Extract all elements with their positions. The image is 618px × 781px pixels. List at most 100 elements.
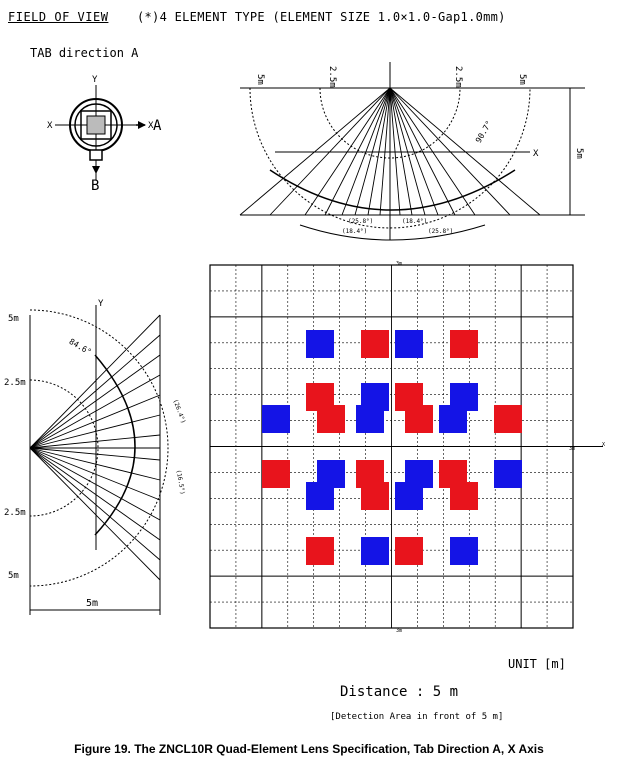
side-fan-line bbox=[29, 447, 161, 481]
sensor-diagram: X X Y A B bbox=[47, 75, 162, 194]
figure-caption: Figure 19. The ZNCL10R Quad-Element Lens… bbox=[74, 742, 544, 756]
top-fan-line bbox=[379, 87, 391, 216]
side-angle-main: 84.6° bbox=[68, 337, 93, 357]
red-detection-zone bbox=[450, 482, 478, 510]
grid-right-label: 3m bbox=[569, 446, 575, 452]
tab-direction-label: TAB direction A bbox=[30, 46, 139, 60]
blue-detection-zone bbox=[306, 482, 334, 510]
sensor-label-a: A bbox=[153, 118, 162, 134]
top-view-diagram: 5m 2.5m 2.5m 5m X 5m 90.7° (25.8°) (18.4… bbox=[239, 62, 585, 241]
side-fan-line bbox=[29, 434, 161, 449]
arrow-a-head bbox=[138, 121, 146, 129]
top-angle-main: 90.7° bbox=[474, 119, 494, 144]
sensor-x-left: X bbox=[47, 121, 53, 131]
red-detection-zone bbox=[405, 405, 433, 433]
red-detection-zone bbox=[317, 405, 345, 433]
side-fan-line bbox=[29, 447, 161, 581]
top-x-label: X bbox=[533, 149, 539, 159]
red-detection-zone bbox=[306, 537, 334, 565]
top-fan-line bbox=[324, 87, 391, 216]
top-25m-right: 2.5m bbox=[453, 66, 463, 88]
element-type-heading: (*)4 ELEMENT TYPE (ELEMENT SIZE 1.0×1.0-… bbox=[137, 10, 506, 24]
side-fan-line bbox=[29, 394, 161, 449]
grid-bottom-label: 3m bbox=[396, 628, 402, 634]
side-fan-line bbox=[29, 334, 161, 449]
red-detection-zone bbox=[262, 460, 290, 488]
distance-label: Distance : 5 m bbox=[340, 684, 459, 700]
side-fan-line bbox=[29, 314, 161, 449]
blue-detection-zone bbox=[306, 330, 334, 358]
side-fan-line bbox=[29, 414, 161, 449]
top-sub-arc bbox=[299, 224, 486, 241]
side-dim-label: 5m bbox=[86, 598, 98, 609]
top-fan-line bbox=[367, 87, 391, 216]
top-fan-line bbox=[341, 87, 391, 216]
red-detection-zone bbox=[450, 330, 478, 358]
top-fan-line bbox=[304, 87, 391, 216]
top-25m-arc bbox=[319, 87, 461, 159]
side-fan-line bbox=[29, 374, 161, 449]
detection-note: [Detection Area in front of 5 m] bbox=[330, 712, 504, 722]
red-detection-zone bbox=[361, 330, 389, 358]
side-5m-bottom: 5m bbox=[8, 571, 19, 581]
top-fan-line bbox=[389, 87, 456, 216]
top-fan-line bbox=[389, 87, 439, 216]
side-5m-top: 5m bbox=[8, 314, 19, 324]
blue-detection-zone bbox=[395, 330, 423, 358]
top-fan-line bbox=[389, 87, 401, 216]
side-fan-line bbox=[29, 447, 161, 541]
sensor-x-right: X bbox=[148, 121, 154, 131]
top-fan-line bbox=[239, 87, 391, 216]
unit-label: UNIT [m] bbox=[508, 657, 566, 671]
field-of-view-heading: FIELD OF VIEW bbox=[8, 10, 109, 24]
blue-detection-zone bbox=[450, 537, 478, 565]
top-fan-line bbox=[354, 87, 391, 216]
arrow-b-head bbox=[92, 166, 100, 174]
top-5m-left: 5m bbox=[255, 74, 265, 85]
side-angle-arc bbox=[94, 354, 136, 536]
sensor-element-box bbox=[80, 110, 112, 140]
top-dim-label: 5m bbox=[574, 148, 584, 159]
top-fan-line bbox=[389, 87, 511, 216]
side-25m-top: 2.5m bbox=[4, 378, 26, 388]
top-fan-line bbox=[389, 87, 426, 216]
top-angle-arc bbox=[269, 169, 516, 211]
top-fan-line bbox=[389, 87, 413, 216]
blue-detection-zone bbox=[262, 405, 290, 433]
grid-top-label: 3m bbox=[396, 261, 402, 267]
side-fan-line bbox=[29, 447, 161, 461]
blue-detection-zone bbox=[494, 460, 522, 488]
top-5m-right: 5m bbox=[517, 74, 527, 85]
sensor-y-top: Y bbox=[92, 75, 98, 85]
top-angle-3: (18.4°) bbox=[342, 228, 367, 235]
grid-x-label: X bbox=[602, 442, 605, 448]
top-25m-left: 2.5m bbox=[327, 66, 337, 88]
sensor-inner-ring bbox=[74, 103, 118, 147]
top-5m-arc bbox=[249, 87, 531, 229]
red-detection-zone bbox=[361, 482, 389, 510]
side-fan-line bbox=[29, 354, 161, 449]
blue-detection-zone bbox=[356, 405, 384, 433]
blue-detection-zone bbox=[361, 537, 389, 565]
blue-detection-zone bbox=[395, 482, 423, 510]
side-5m-arc bbox=[29, 309, 169, 587]
side-y-label: Y bbox=[98, 299, 104, 309]
side-25m-bottom: 2.5m bbox=[4, 508, 26, 518]
sensor-label-b: B bbox=[91, 178, 99, 194]
side-fan-line bbox=[29, 447, 161, 561]
top-angle-2: (18.4°) bbox=[402, 218, 427, 225]
sensor-element bbox=[86, 115, 106, 135]
red-detection-zone bbox=[395, 537, 423, 565]
top-fan-line bbox=[389, 87, 476, 216]
top-angle-4: (25.8°) bbox=[428, 228, 453, 235]
side-angle-b: (26.4°) bbox=[171, 398, 186, 424]
side-fan-line bbox=[29, 447, 161, 521]
red-detection-zone bbox=[494, 405, 522, 433]
top-angle-1: (25.8°) bbox=[348, 218, 373, 225]
top-fan-line bbox=[269, 87, 391, 216]
detection-grid: 3m 3m 3m 3m X bbox=[205, 261, 605, 634]
side-view-diagram: 5m 2.5m 2.5m 5m Y 84.6° (26.4°) (16.5°) … bbox=[4, 299, 187, 615]
blue-detection-zone bbox=[439, 405, 467, 433]
side-angle-c: (16.5°) bbox=[175, 469, 186, 495]
sensor-tab bbox=[89, 149, 103, 161]
